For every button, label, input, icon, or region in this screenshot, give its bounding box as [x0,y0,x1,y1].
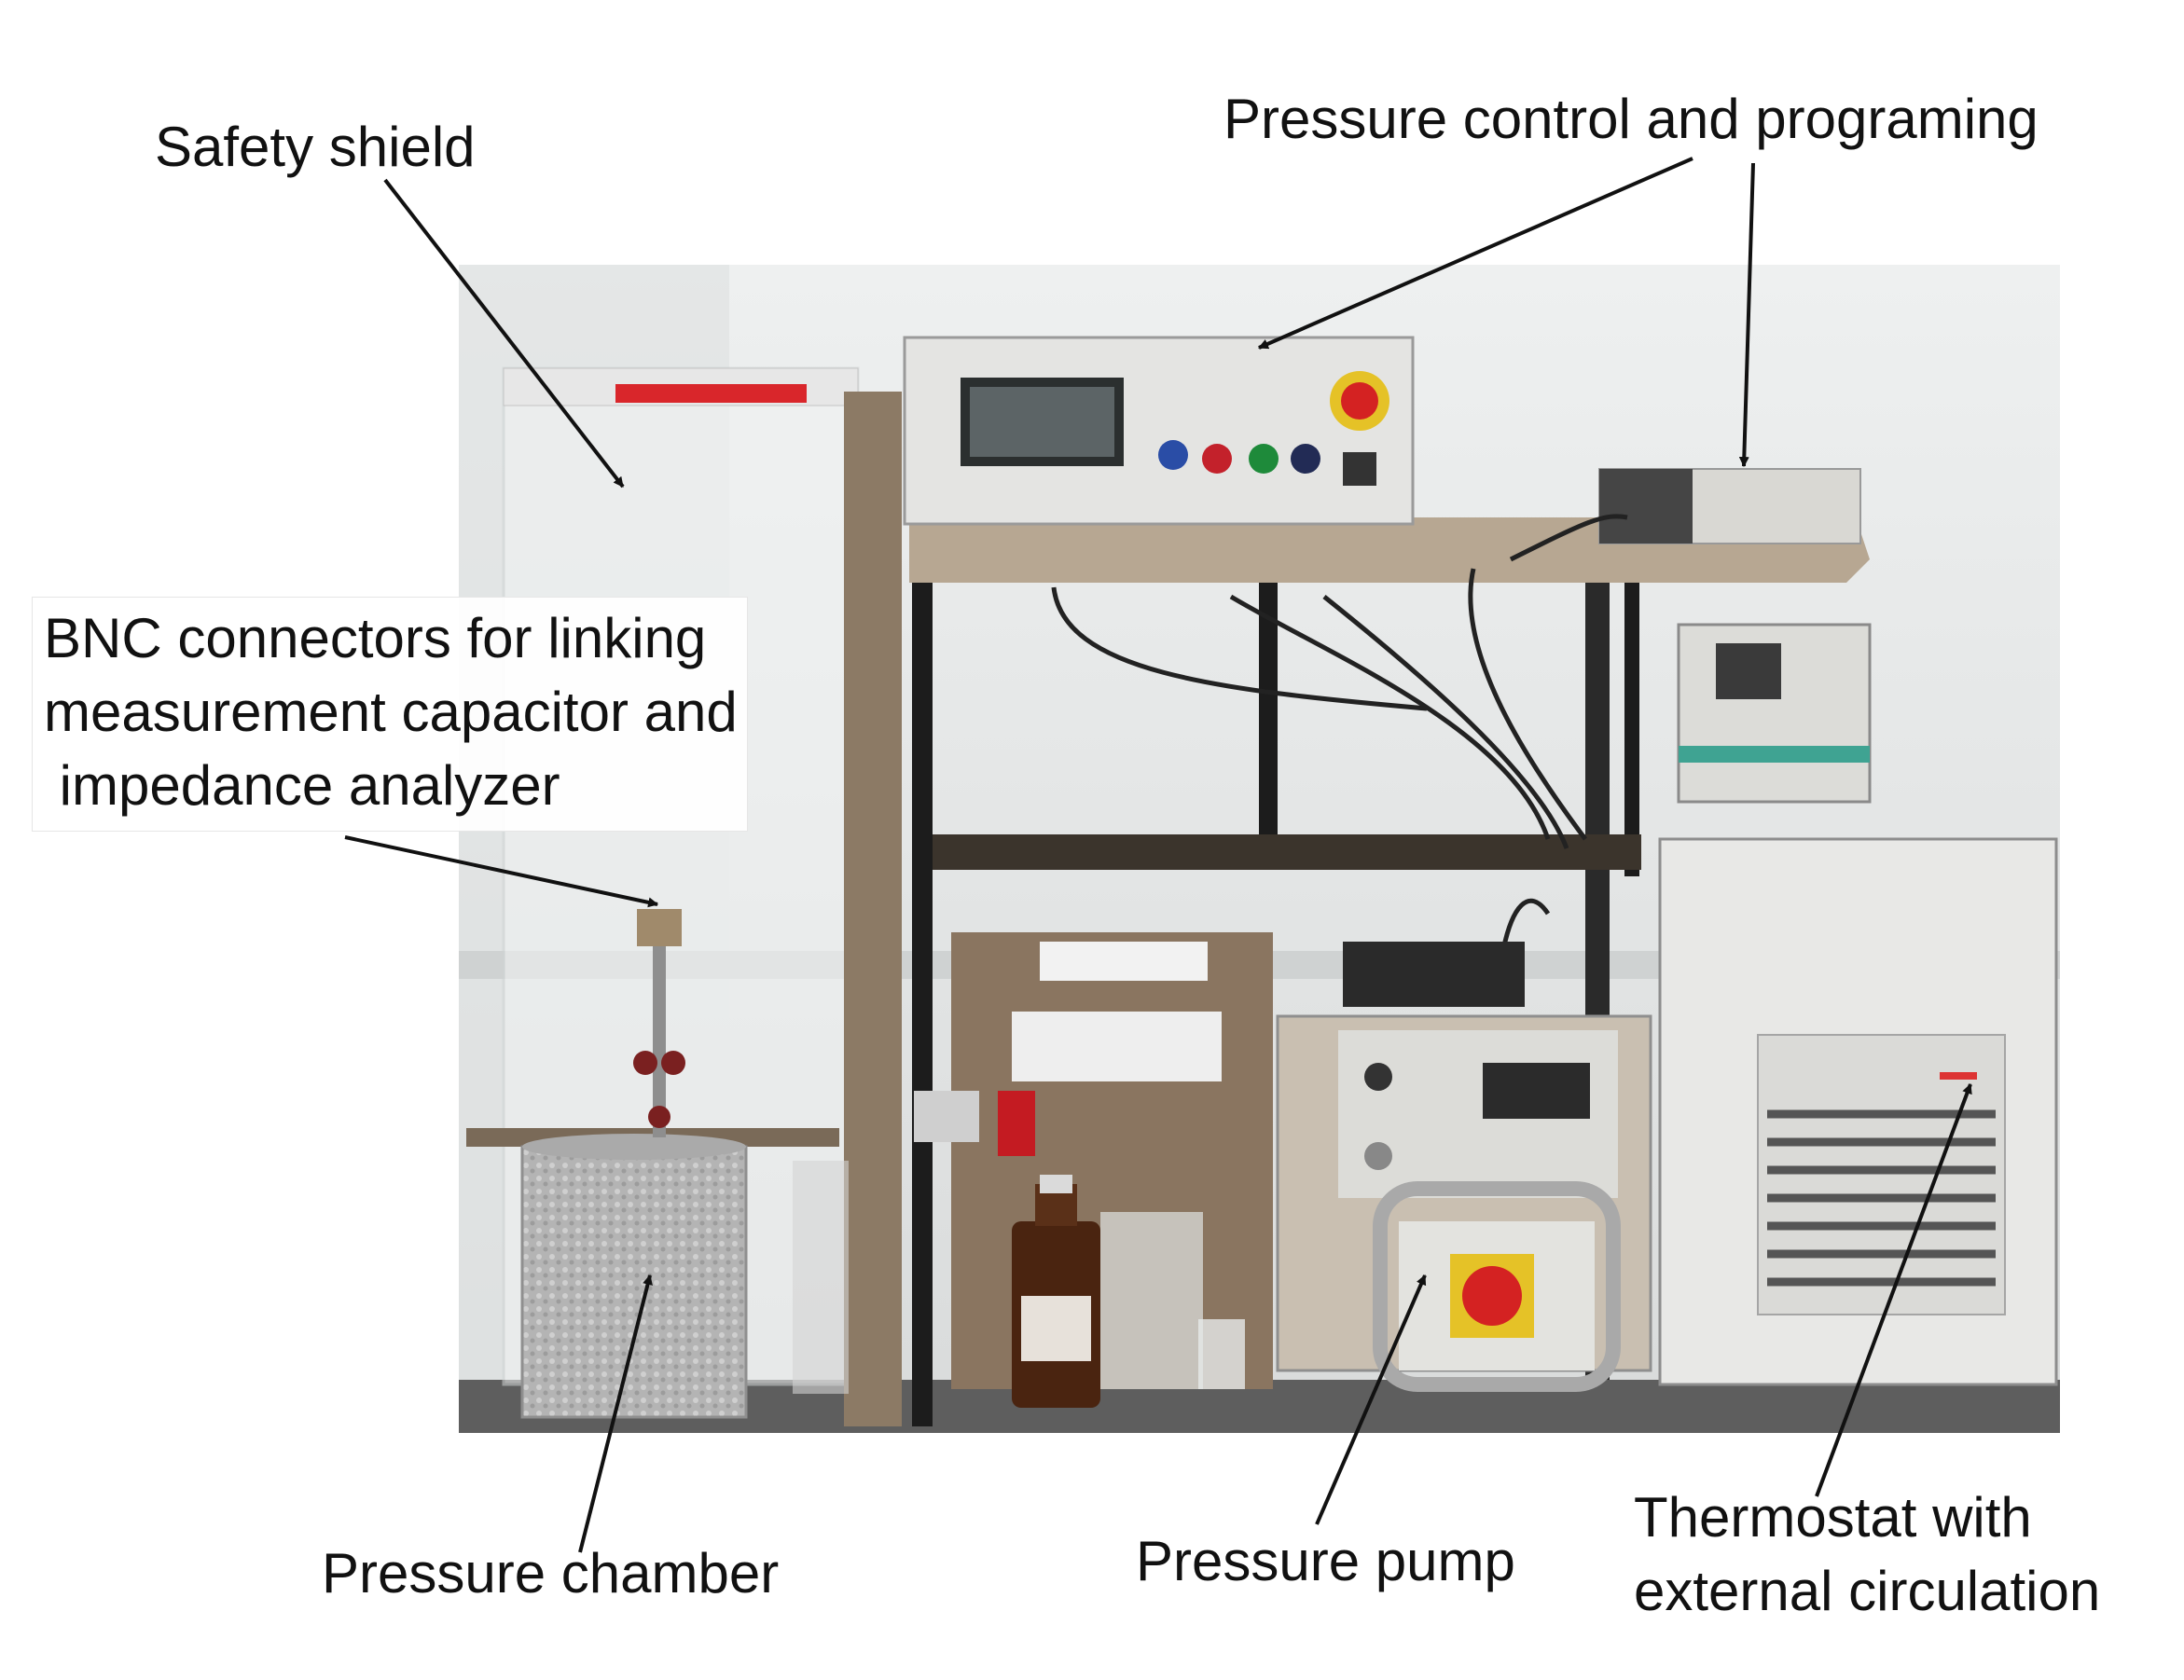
pressure-pump [1276,942,1652,1392]
label-thermostat-line-2: external circulation [1634,1560,2101,1623]
label-safety-shield: Safety shield [155,116,476,178]
thermostat-controller [1677,623,1872,804]
label-pressure-pump: Pressure pump [1136,1530,1515,1592]
arrow-pressure-pump [1315,1274,1427,1525]
annotation-arrows [344,157,1972,1553]
pressure-control-panel [903,336,1415,526]
label-bnc-connectors: BNC connectors for linking measurement c… [32,597,748,832]
arrow-pressure-control-right [1738,162,1755,468]
pressure-chamber [466,909,849,1419]
label-bnc-line-3: impedance analyzer [44,754,560,818]
arrow-bnc [344,835,659,908]
arrow-pressure-control-left [1257,157,1693,350]
thermostat-unit [1658,837,2058,1386]
programming-box [1598,468,1861,544]
cables [1051,514,1628,961]
arrow-thermostat [1815,1082,1972,1497]
label-bnc-line-1: BNC connectors for linking [44,607,707,669]
arrow-pressure-chamber [578,1274,653,1553]
label-pressure-control: Pressure control and programing [1223,88,2039,150]
label-bnc-line-2: measurement capacitor and [44,681,738,744]
glassware [1012,1175,1245,1408]
label-pressure-chamber: Pressure chamber [322,1542,780,1604]
label-thermostat-line-1: Thermostat with [1634,1486,2032,1549]
arrow-safety-shield [383,178,625,489]
label-thermostat: Thermostat with external circulation [1634,1480,2100,1628]
